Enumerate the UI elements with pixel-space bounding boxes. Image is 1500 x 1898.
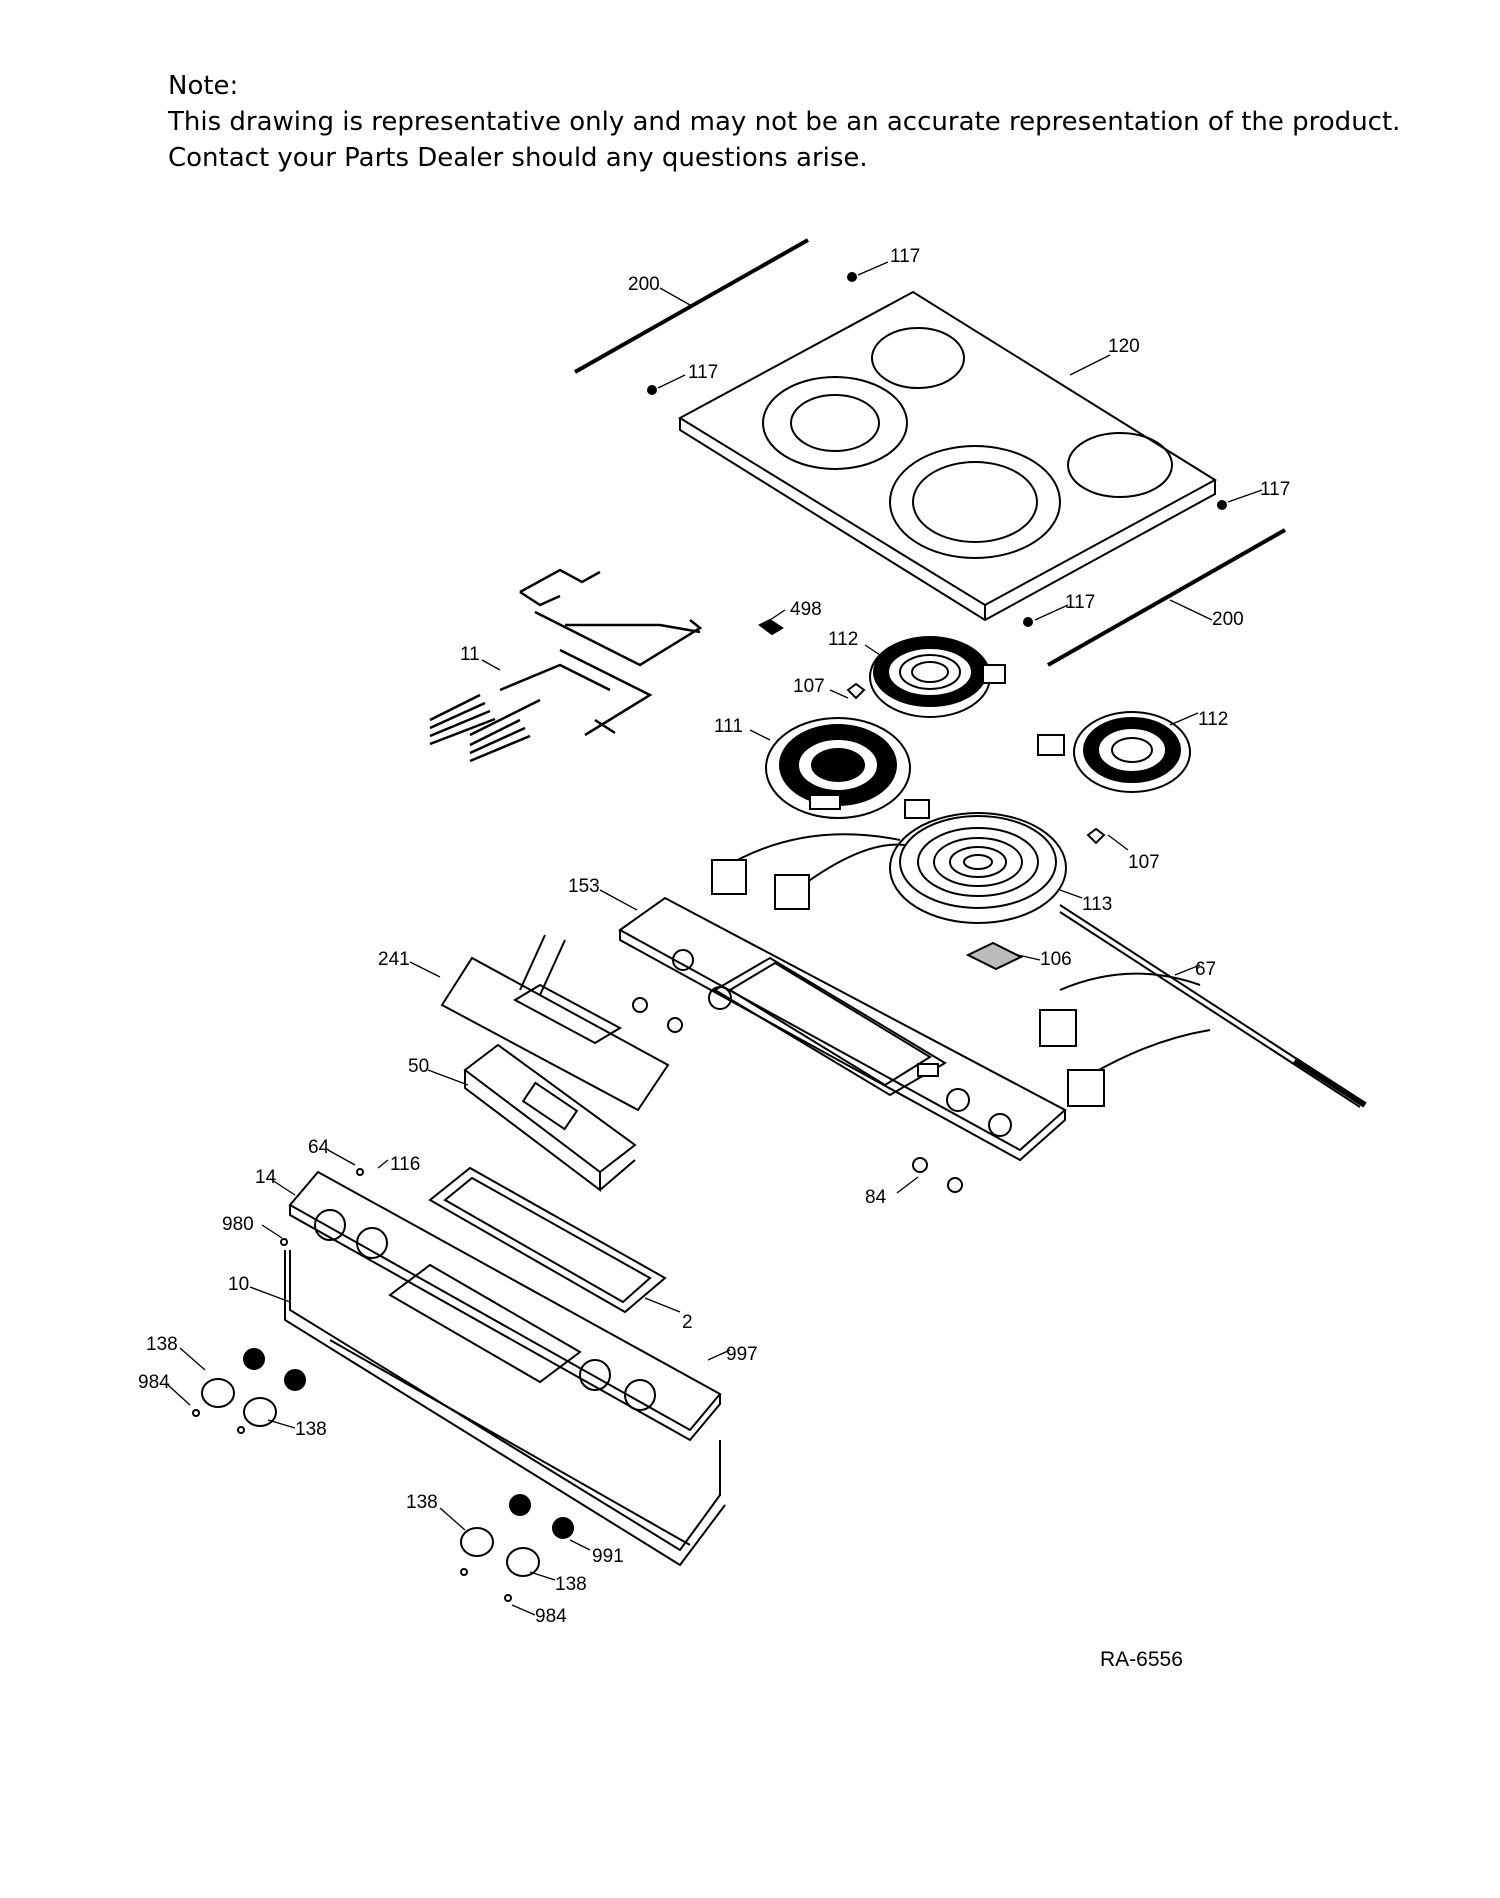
callout-138-c: 138 [406,1492,438,1513]
control-board [463,1043,637,1193]
cooktop-burner-ring-rear-left [871,327,965,389]
radiant-element-right [1037,711,1191,793]
nut-b [667,1017,683,1033]
radiant-element-rear [869,636,1006,718]
display-window [428,1166,667,1314]
callout-991: 991 [592,1546,624,1567]
terminal-clip [758,618,784,636]
screw-b [237,1426,245,1434]
bumper-a [847,272,857,282]
callout-117-c: 117 [1260,479,1290,500]
callout-50: 50 [408,1056,429,1077]
glass-cooktop [677,290,1217,622]
callout-112-a: 112 [828,629,858,650]
callout-64: 64 [308,1137,330,1158]
bezel-d [552,1517,574,1539]
note-heading: Note: [168,71,239,101]
callout-107-a: 107 [793,676,825,697]
callout-241: 241 [378,949,410,970]
callout-984-b: 984 [535,1606,567,1627]
callout-10: 10 [228,1274,249,1295]
knob-a [201,1378,235,1408]
callout-984-a: 984 [138,1372,170,1393]
knob-d [506,1547,540,1577]
screw-c [460,1568,468,1576]
screw-a [192,1409,200,1417]
knob-b [243,1397,277,1427]
bezel-b [284,1369,306,1391]
backguard-frame [284,1250,726,1567]
gasket-strip-bottom [1047,528,1286,667]
bumper-b [647,385,657,395]
control-panel-trim [618,896,1067,1162]
wire-harness [429,568,703,763]
element-wiring-harness [1039,904,1367,1108]
gasket-strip-top [574,238,809,374]
bumper-d [1023,617,1033,627]
callout-117-a: 117 [890,246,920,267]
callout-leaders [167,261,1263,1616]
callout-117-d: 117 [1065,592,1095,613]
cooktop-burner-ring-front [889,445,1061,559]
note-line-1: This drawing is representative only and … [168,107,1401,137]
callout-200-bottom: 200 [1212,609,1244,630]
callout-117-b: 117 [688,362,718,383]
screw-d [504,1594,512,1602]
callout-120: 120 [1108,336,1140,357]
callout-2: 2 [682,1312,693,1333]
callout-111: 111 [714,716,743,737]
screw-e [280,1238,288,1246]
element-clip-b [1086,827,1106,845]
drawing-note: Note: This drawing is representative onl… [168,68,1400,176]
control-overlay [440,934,670,1112]
callout-112-b: 112 [1198,709,1228,730]
nut-a [632,997,648,1013]
reference-code: RA-6556 [1100,1648,1183,1671]
element-clip-a [846,682,866,700]
nut-c [912,1157,928,1173]
callout-153: 153 [568,876,600,897]
callout-113: 113 [1082,894,1112,915]
callout-67: 67 [1195,959,1216,980]
radiant-element-front [889,799,1067,924]
cooktop-burner-ring-left [762,376,908,470]
callout-200-top: 200 [628,274,660,295]
control-panel [288,1170,722,1442]
callout-14: 14 [255,1167,277,1188]
callout-84: 84 [865,1187,887,1208]
bumper-c [1217,500,1227,510]
callout-997: 997 [726,1344,758,1365]
callout-11: 11 [460,644,480,665]
screw-f [356,1168,364,1176]
cooktop-burner-ring-right [1067,432,1173,498]
callout-107-b: 107 [1128,852,1160,873]
bezel-a [243,1348,265,1370]
callout-labels: 200 117 117 120 117 117 200 498 112 11 1… [138,246,1290,1627]
note-line-2: Contact your Parts Dealer should any que… [168,143,868,173]
element-wiring [711,833,906,910]
bezel-c [509,1494,531,1516]
callout-138-a: 138 [146,1334,178,1355]
element-bracket [965,941,1024,971]
radiant-element-left [765,717,911,819]
callout-498: 498 [790,599,822,620]
knob-c [460,1527,494,1557]
callout-980: 980 [222,1214,254,1235]
nut-d [947,1177,963,1193]
callout-138-b: 138 [295,1419,327,1440]
callout-138-d: 138 [555,1574,587,1595]
callout-116: 116 [390,1154,420,1175]
callout-106: 106 [1040,949,1072,970]
